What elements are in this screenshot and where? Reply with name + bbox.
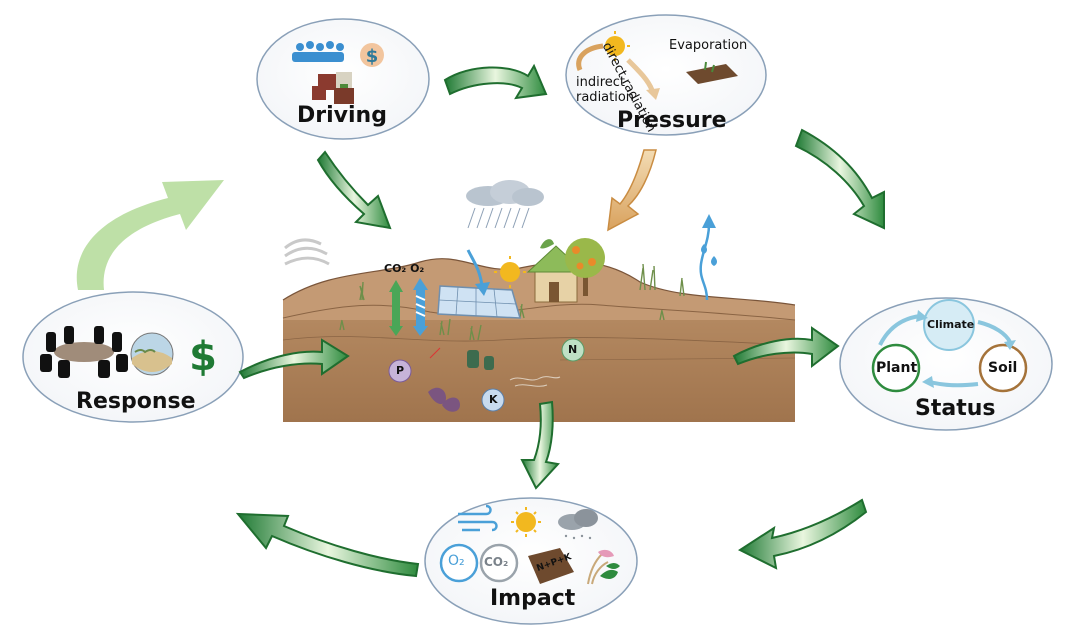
driving-label: Driving [297,103,387,128]
sun-icon [494,256,526,288]
impact-label: Impact [490,586,576,611]
arrow-impact-to-response [235,512,420,578]
water-drop-icon [699,214,717,301]
status-label: Status [915,396,996,421]
sun-icon [511,507,541,537]
arrow-landscape-to-impact [520,400,560,490]
nutrient-n-label: N [568,343,578,356]
plant-icon [587,549,620,585]
climate-label: Climate [927,318,975,331]
o2-icon [439,543,479,583]
nutrient-n [561,338,585,362]
plant-label: Plant [876,360,918,376]
nutrient-k [481,388,505,412]
o2-label: O₂ [448,553,465,569]
dollar-icon: $ [360,43,384,67]
arrow-driving-to-landscape [316,150,392,230]
response-label: Response [76,389,196,414]
soil-label: Soil [988,360,1018,376]
evaporation-label: Evaporation [669,38,748,53]
dollar-icon: $ [189,334,217,380]
solar-panel-icon [437,285,522,319]
indirect-radiation-label: indirect radiation [576,75,635,105]
landscape-icon [130,332,174,376]
tree-icon [540,238,605,296]
nutrient-k-label: K [489,393,498,406]
arrow-pressure-to-landscape [607,149,657,232]
gas-exchange-icon [389,278,428,336]
status-cycle [871,299,1028,393]
buildings-icon [312,72,354,104]
nutrient-p-label: P [396,364,405,377]
co2-label: CO₂ [484,555,509,569]
arrow-landscape-to-status [732,326,840,369]
water-infiltration-icon [466,249,490,296]
pressure-label: Pressure [617,108,727,133]
svg-text:$: $ [189,334,217,380]
radiation-arrow-icon [576,43,660,100]
arrow-driving-to-pressure [443,63,548,100]
meeting-table-icon [40,326,128,378]
co2-icon [479,543,519,583]
arrow-response-to-driving [76,180,224,290]
cloud-rain-icon [466,180,544,229]
arrow-response-to-landscape [238,338,350,380]
cloud-icon [558,509,598,540]
people-icon [292,41,344,62]
arrow-pressure-to-status [794,128,885,230]
gases-label: CO₂ O₂ [384,262,425,275]
npk-icon [528,548,574,584]
wind-lines-icon [284,238,330,266]
wind-icon [458,504,498,532]
soil-patch-icon [686,61,738,84]
svg-text:$: $ [366,46,379,67]
arrow-status-to-impact [737,498,868,570]
nutrient-p [388,359,412,383]
